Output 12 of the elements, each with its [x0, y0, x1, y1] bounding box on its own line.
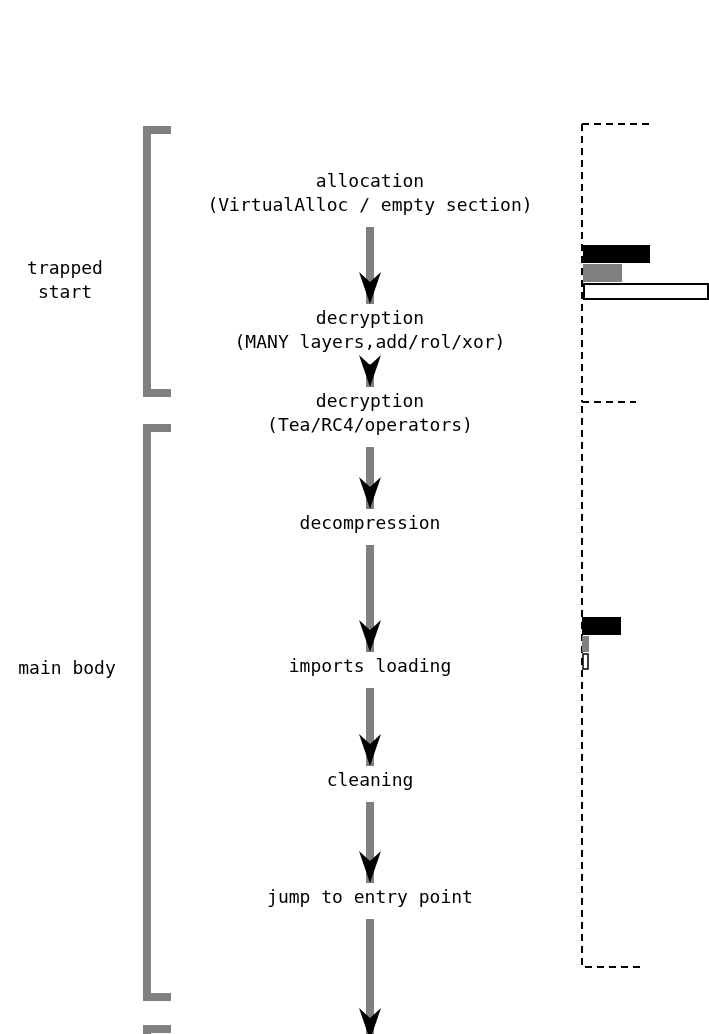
step-text: decompression [299, 511, 441, 535]
step-text: jump to entry point [267, 885, 473, 909]
step-text: allocation [314, 169, 426, 193]
phase-label: trapped start [26, 256, 104, 304]
step-text: decryption [314, 306, 426, 330]
step-text: (VirtualAlloc / empty section) [207, 193, 533, 217]
step-text: cleaning [326, 768, 414, 792]
step-text: imports loading [288, 654, 452, 678]
phase-label: main body [17, 656, 117, 680]
step-text: (Tea/RC4/operators) [267, 413, 473, 437]
step-text: (MANY layers,add/rol/xor) [234, 330, 506, 354]
step-text: decryption [314, 389, 426, 413]
